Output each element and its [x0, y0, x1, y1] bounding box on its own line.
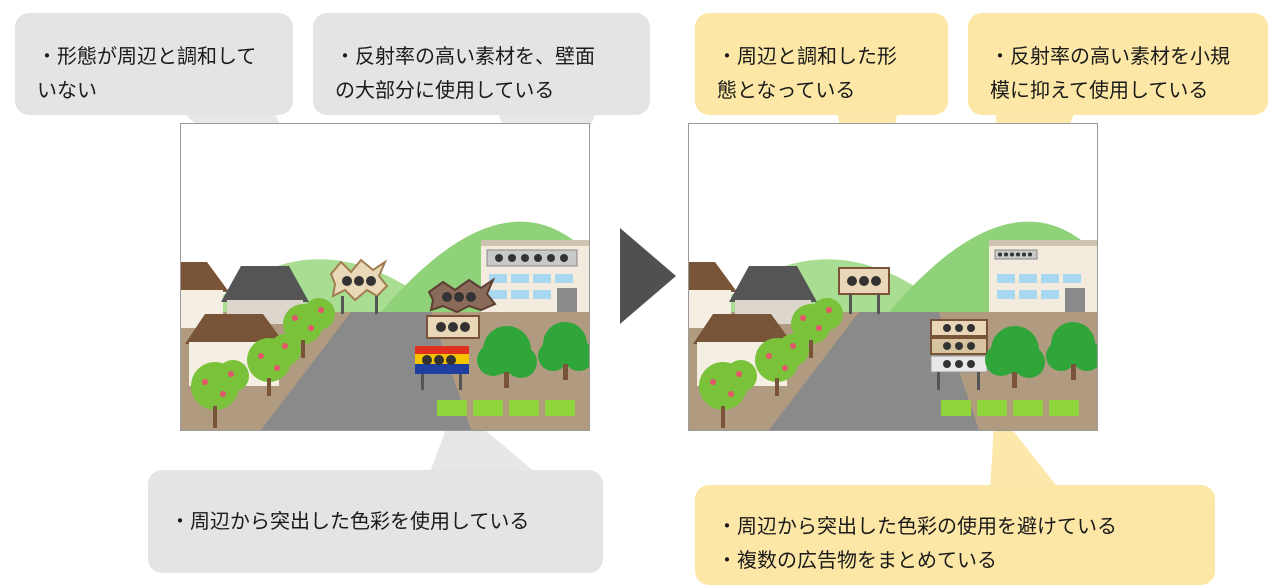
fruit-trees: [699, 298, 843, 428]
callout-line: ・周辺と調和した形: [717, 44, 897, 68]
combined-sign-board: [930, 319, 988, 390]
reflective-sign: [486, 249, 578, 267]
callout-line: ・反射率の高い素材を、壁面: [335, 44, 595, 68]
evergreen-trees: [985, 322, 1097, 388]
sign-dots: [342, 276, 376, 286]
field-plots: [437, 400, 575, 416]
fruit-trees: [191, 298, 335, 428]
sign-post: [375, 296, 378, 314]
sign-post: [459, 374, 462, 390]
sign-post: [877, 294, 880, 314]
scene-before: [180, 123, 590, 431]
house-roof-front: [693, 314, 793, 344]
sign-post: [421, 374, 424, 390]
sign-dots: [495, 254, 568, 262]
sign-dots: [442, 292, 476, 302]
callout-line: ・周辺から突出した色彩を使用している: [170, 509, 530, 533]
callout-before-material: ・反射率の高い素材を、壁面 の大部分に使用している: [313, 13, 650, 115]
callout-line: の大部分に使用している: [335, 78, 555, 102]
colorful-sign-red: [415, 346, 469, 354]
house-roof-mid: [729, 266, 817, 302]
callout-before-form: ・形態が周辺と調和して いない: [15, 13, 293, 115]
callout-line: ・周辺から突出した色彩の使用を避けている: [717, 514, 1117, 538]
sign-post: [849, 294, 852, 314]
sign-dots: [998, 252, 1032, 257]
sign-dots: [436, 322, 470, 332]
field-plots: [941, 400, 1079, 416]
callout-line: ・形態が周辺と調和して: [37, 44, 257, 68]
house-roof-left: [181, 262, 229, 292]
building-cap: [989, 240, 1097, 246]
callout-line: ・複数の広告物をまとめている: [717, 548, 997, 572]
play-triangle-icon: [620, 228, 676, 324]
evergreen-trees: [477, 322, 589, 388]
road: [769, 312, 979, 430]
road: [261, 312, 471, 430]
callout-line: いない: [37, 78, 97, 102]
sign-dots: [422, 355, 456, 365]
scene-after: [688, 123, 1098, 431]
callout-line: 態となっている: [717, 78, 856, 102]
house-roof-front: [185, 314, 285, 344]
house-roof-left: [689, 262, 737, 292]
building-windows: [997, 274, 1081, 299]
sign-post: [341, 296, 344, 314]
callout-line: 模に抑えて使用している: [990, 78, 1209, 102]
callout-before-color: ・周辺から突出した色彩を使用している: [148, 470, 603, 573]
building-door: [557, 288, 577, 312]
building-door: [1065, 288, 1085, 312]
sign-dots: [847, 276, 881, 286]
building-windows: [489, 274, 573, 299]
callout-after-color: ・周辺から突出した色彩の使用を避けている ・複数の広告物をまとめている: [695, 485, 1215, 585]
callout-after-material: ・反射率の高い素材を小規 模に抑えて使用している: [968, 13, 1268, 115]
colorful-sign-blue: [415, 364, 469, 374]
house-roof-mid: [221, 266, 309, 302]
callout-line: ・反射率の高い素材を小規: [990, 44, 1230, 68]
building-cap: [481, 240, 589, 246]
callout-after-form: ・周辺と調和した形 態となっている: [695, 13, 948, 115]
